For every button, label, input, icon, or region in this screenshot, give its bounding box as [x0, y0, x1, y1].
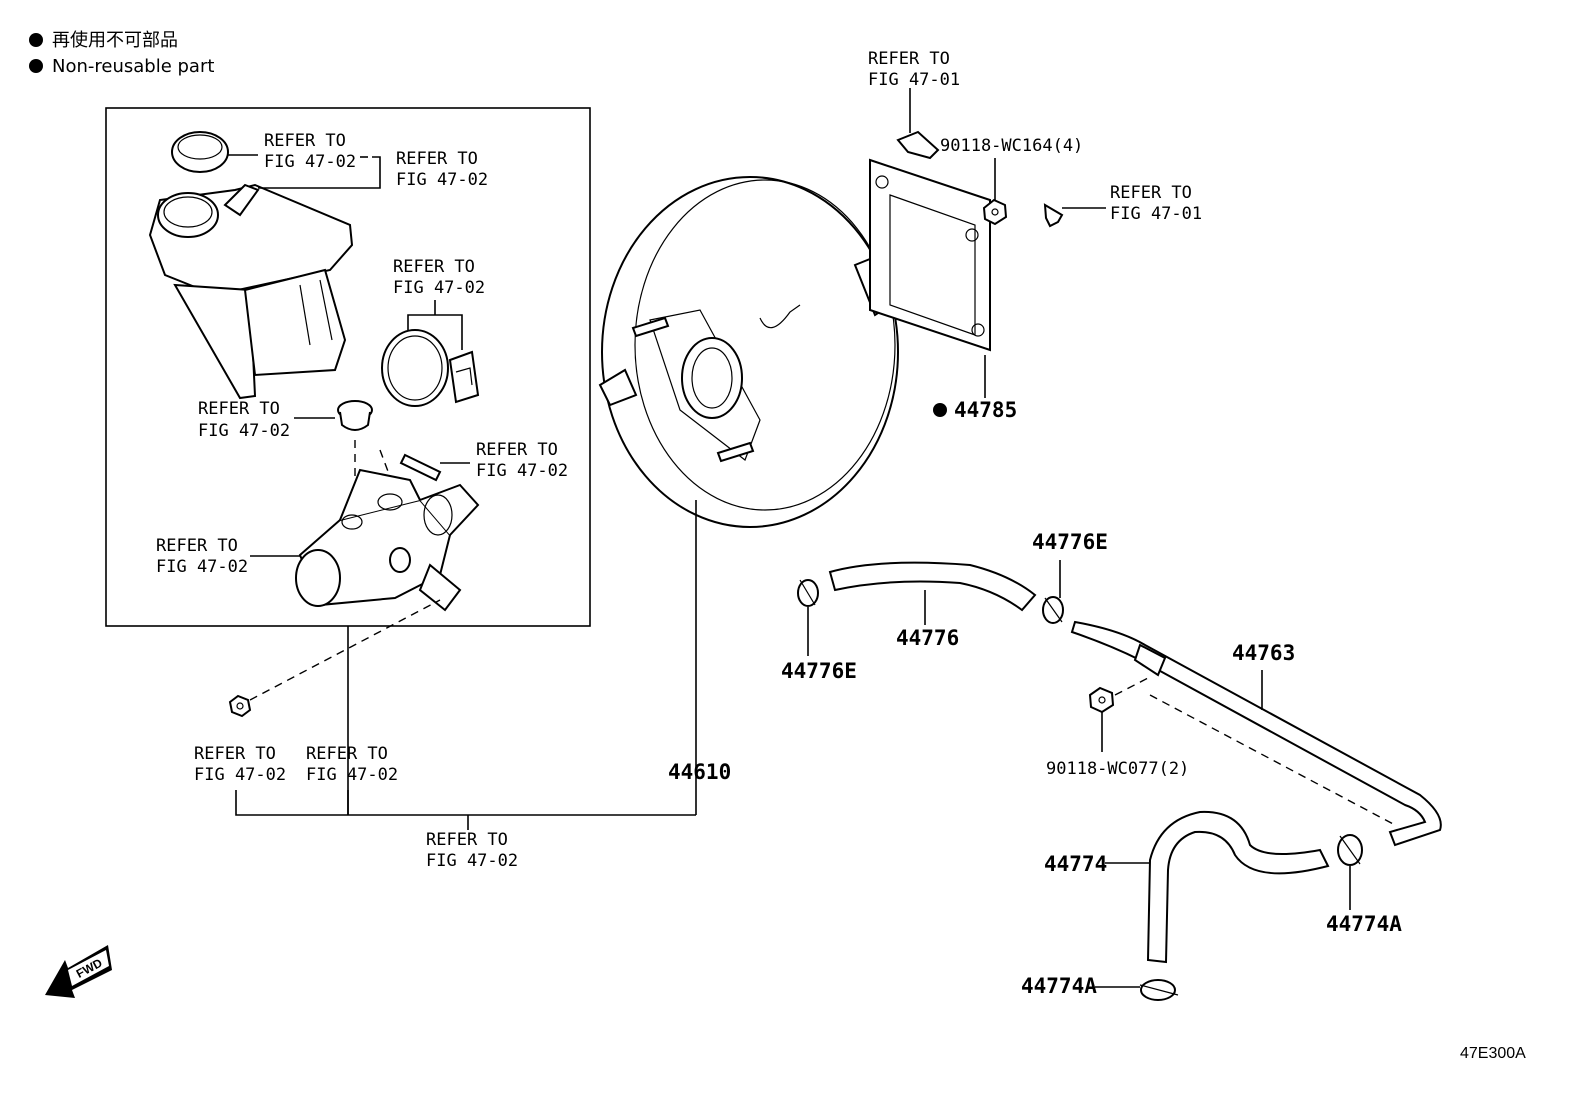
part-number-44774a-bottom: 44774A	[1021, 974, 1097, 998]
clevis-pin	[896, 130, 940, 160]
pin	[399, 453, 442, 482]
vacuum-pipe-44763	[1070, 620, 1442, 847]
legend: 再使用不可部品 Non-reusable part	[29, 30, 214, 77]
reservoir-cap	[171, 131, 229, 173]
part-number-44776e-top: 44776E	[1032, 530, 1108, 554]
refer-label-assembly-l2: FIG 47-02	[306, 765, 398, 785]
refer-label-assembly-l1: REFER TO	[306, 744, 388, 764]
hose-clamp-44776e-left	[797, 579, 819, 607]
booster-nut	[982, 198, 1008, 226]
refer-label-clevis-pin-l1: REFER TO	[868, 49, 950, 69]
part-number-bolt-wc164: 90118-WC164(4)	[940, 136, 1083, 156]
vacuum-hose-44776	[828, 561, 1037, 612]
part-number-44776e-left: 44776E	[781, 659, 857, 683]
refer-label-reservoir-l1: REFER TO	[396, 149, 478, 169]
refer-label-bottom-l1: REFER TO	[426, 830, 508, 850]
non-reusable-mark-icon	[933, 403, 947, 417]
hose-clamp-44774a-bottom	[1139, 979, 1179, 1001]
master-cylinder	[295, 468, 480, 612]
refer-label-master-cylinder-l1: REFER TO	[156, 536, 238, 556]
legend-bullet-icon	[29, 59, 43, 73]
refer-label-nut-l1: REFER TO	[194, 744, 276, 764]
strainer	[448, 350, 480, 404]
grommet	[337, 400, 373, 431]
refer-label-bottom-l2: FIG 47-02	[426, 851, 518, 871]
refer-label-clip-l2: FIG 47-01	[1110, 204, 1202, 224]
reservoir-tank	[148, 183, 354, 400]
refer-label-pin-l1: REFER TO	[476, 440, 558, 460]
o-ring	[381, 329, 449, 407]
brake-booster	[598, 176, 922, 528]
fwd-arrow-icon	[45, 945, 112, 998]
refer-label-clevis-pin-l2: FIG 47-01	[868, 70, 960, 90]
part-number-44763: 44763	[1232, 641, 1295, 665]
diagram-code: 47E300A	[1460, 1045, 1526, 1062]
hose-clamp-44776e-right	[1042, 596, 1064, 624]
part-number-bolt-wc077: 90118-WC077(2)	[1046, 759, 1189, 779]
refer-label-grommet-l2: FIG 47-02	[198, 421, 290, 441]
legend-english: Non-reusable part	[52, 56, 214, 77]
booster-gasket	[869, 158, 991, 352]
refer-label-reservoir-cap-l1: REFER TO	[264, 131, 346, 151]
pipe-nut	[1088, 686, 1115, 714]
refer-label-oring-l2: FIG 47-02	[393, 278, 485, 298]
refer-label-grommet-l1: REFER TO	[198, 399, 280, 419]
clevis-clip	[1043, 203, 1064, 228]
legend-japanese: 再使用不可部品	[52, 30, 178, 51]
part-number-44785: 44785	[954, 398, 1017, 422]
master-cylinder-nut	[228, 694, 252, 718]
refer-label-master-cylinder-l2: FIG 47-02	[156, 557, 248, 577]
part-number-44776: 44776	[896, 626, 959, 650]
refer-label-clip-l1: REFER TO	[1110, 183, 1192, 203]
refer-label-reservoir-l2: FIG 47-02	[396, 170, 488, 190]
part-number-44774: 44774	[1044, 852, 1107, 876]
part-number-44774a-right: 44774A	[1326, 912, 1402, 936]
legend-bullet-icon	[29, 33, 43, 47]
part-number-44610: 44610	[668, 760, 731, 784]
refer-label-oring-l1: REFER TO	[393, 257, 475, 277]
vacuum-hose-44774	[1146, 810, 1330, 964]
refer-label-reservoir-cap-l2: FIG 47-02	[264, 152, 356, 172]
hose-clamp-44774a-right	[1337, 834, 1363, 866]
refer-label-pin-l2: FIG 47-02	[476, 461, 568, 481]
refer-label-nut-l2: FIG 47-02	[194, 765, 286, 785]
